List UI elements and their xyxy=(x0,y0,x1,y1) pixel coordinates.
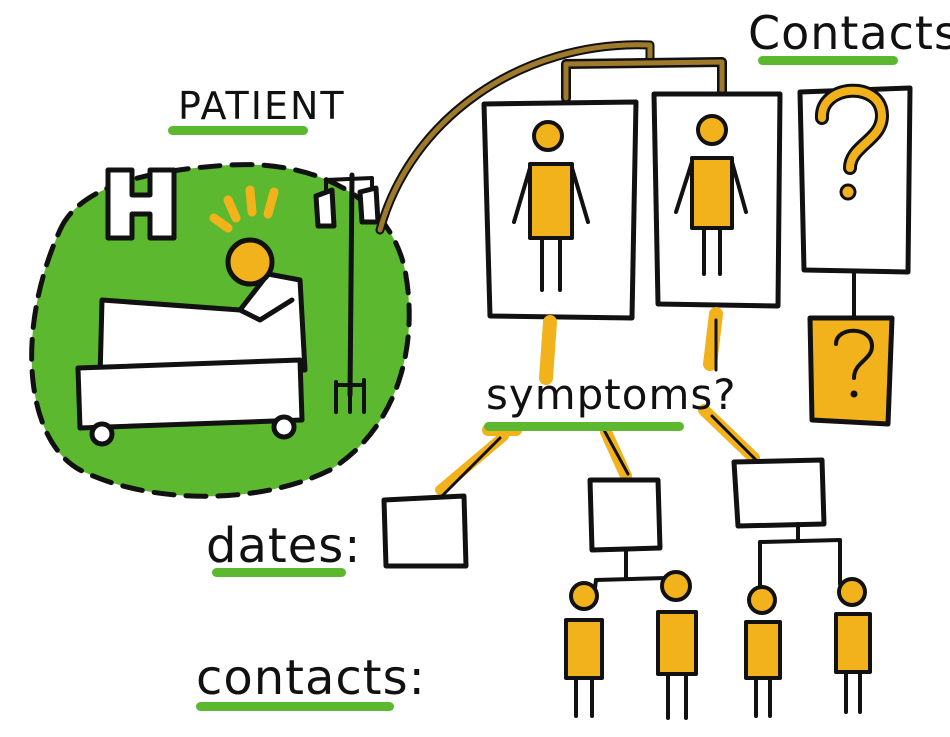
computer-monitor-icon xyxy=(587,477,670,598)
person-figure-icon xyxy=(656,570,698,720)
person-figure-icon xyxy=(744,585,782,718)
contacts-bottom-underline xyxy=(196,702,394,711)
symptoms-underline xyxy=(484,422,684,431)
contacts-top-label: Contacts xyxy=(748,6,950,60)
patient-to-contacts-link xyxy=(375,40,727,235)
contacts-top-underline xyxy=(758,56,898,65)
person-figure-icon xyxy=(834,577,872,714)
dates-box xyxy=(381,493,469,569)
person-figure-icon xyxy=(674,114,748,276)
patient-underline xyxy=(168,126,308,135)
person-figure-icon xyxy=(564,581,604,718)
iv-drip-stand-icon xyxy=(313,172,381,414)
symptoms-label: symptoms? xyxy=(486,370,737,419)
contact-card-2 xyxy=(651,91,783,309)
computer-monitor-icon xyxy=(731,457,842,592)
question-mark-icon xyxy=(815,83,889,201)
contacts-to-symptoms-links xyxy=(539,270,856,385)
contact-card-unknown xyxy=(797,83,913,275)
dates-label: dates: xyxy=(206,518,362,574)
light-rays xyxy=(209,185,279,233)
hospital-bed-icon xyxy=(75,271,308,447)
dates-underline xyxy=(212,568,346,577)
contact-card-1 xyxy=(481,99,639,321)
contacts-bottom-label: contacts: xyxy=(196,650,426,706)
person-figure-icon xyxy=(512,120,590,292)
unknown-symptom-box xyxy=(807,315,895,427)
patient-label: PATIENT xyxy=(178,84,346,128)
patient-head-icon xyxy=(225,237,275,287)
hospital-sign-icon xyxy=(105,167,177,241)
